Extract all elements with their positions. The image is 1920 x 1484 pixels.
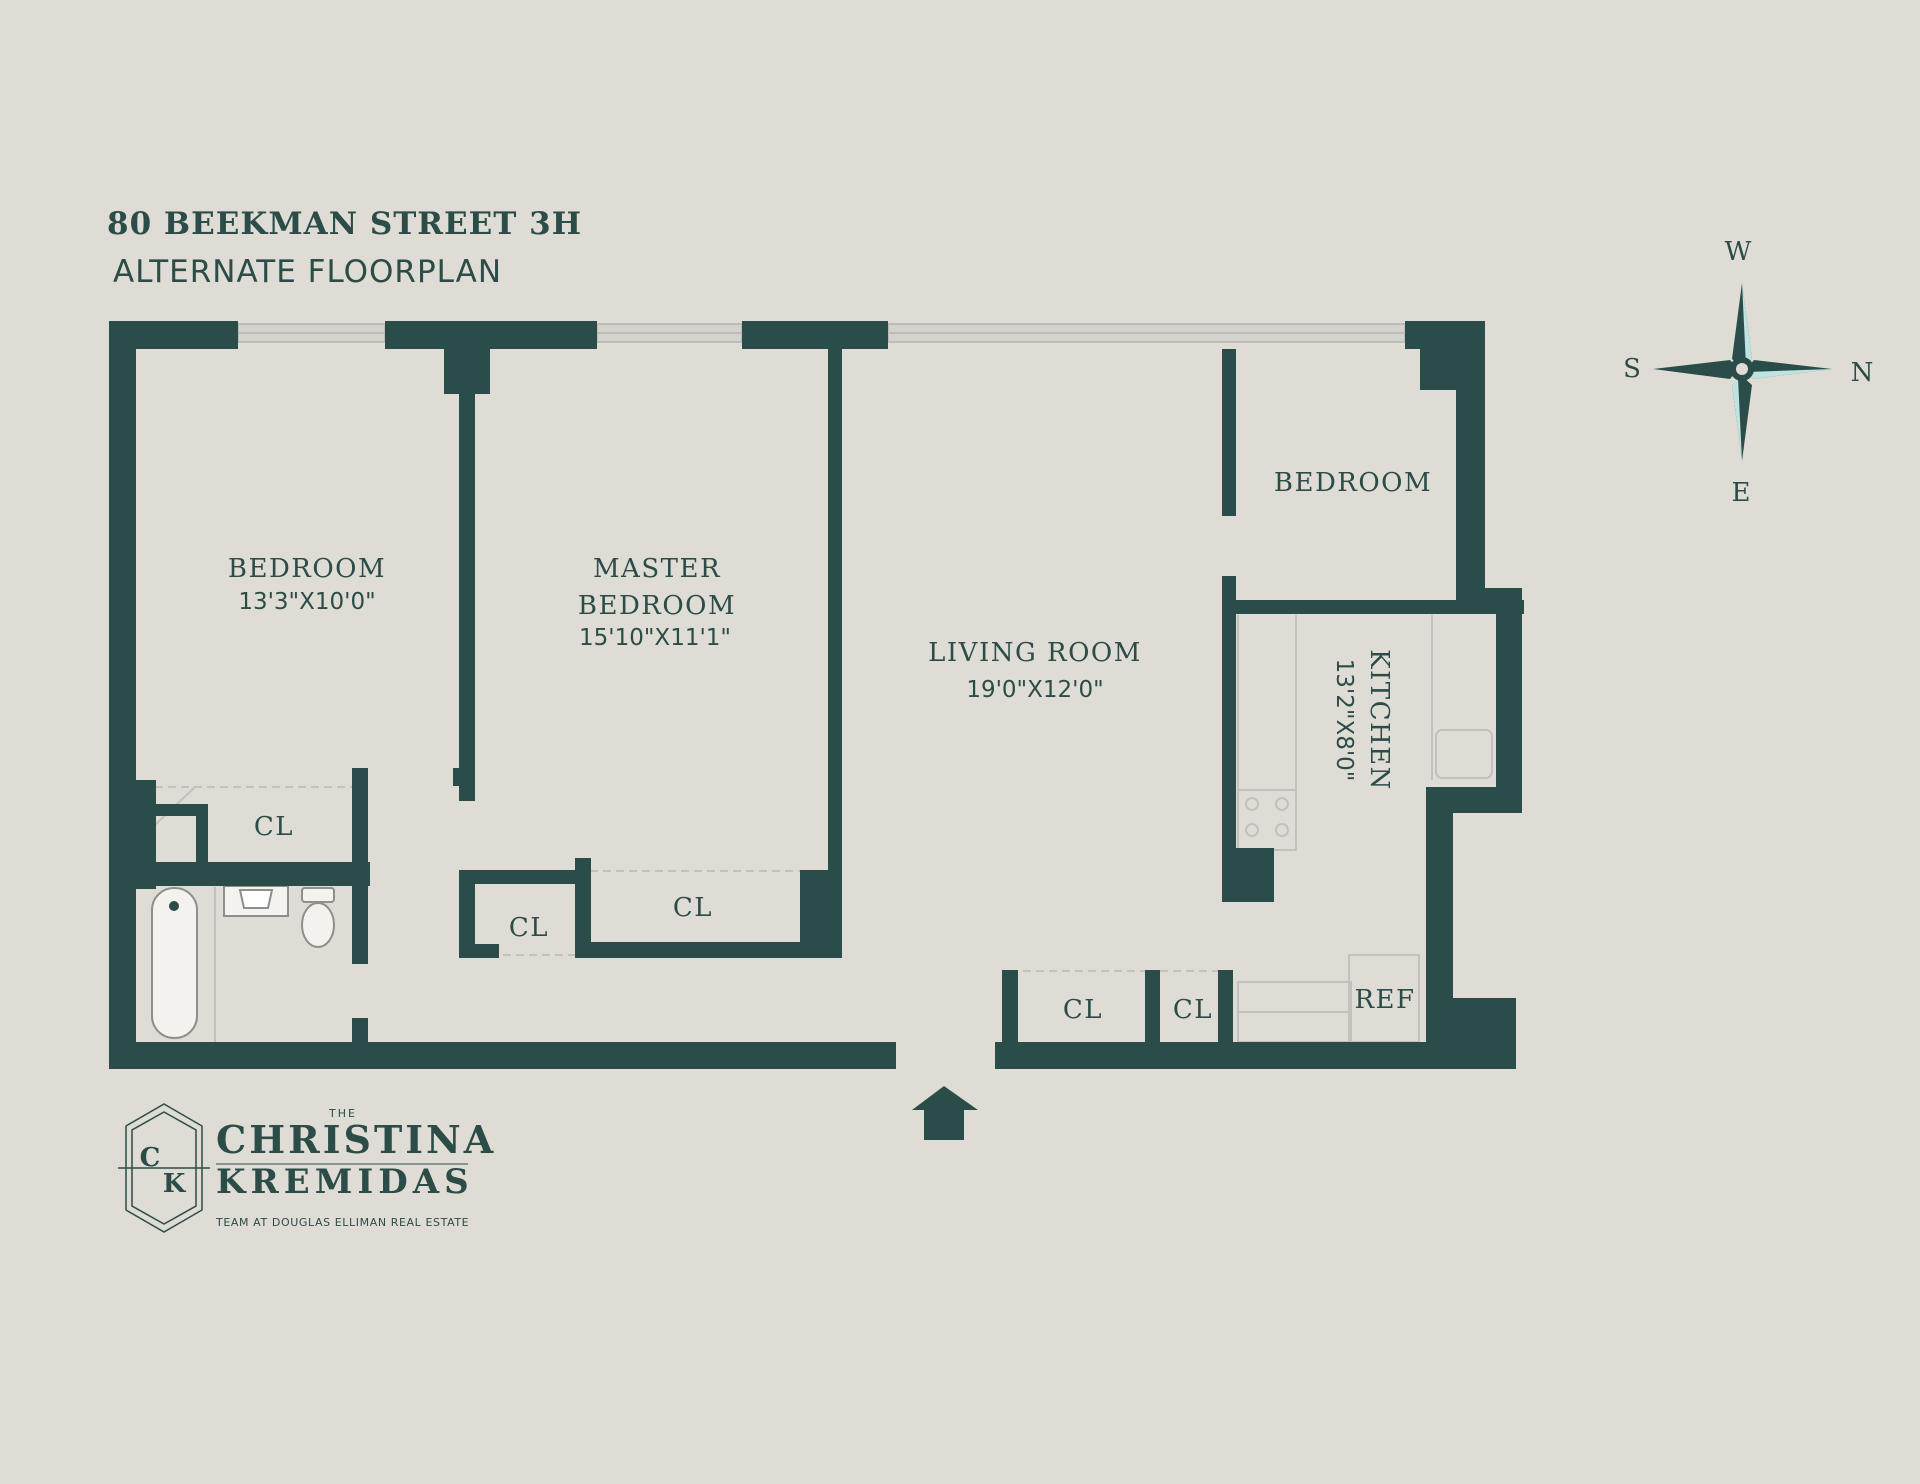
compass-south: S: [1623, 354, 1641, 384]
logo-monogram-c: C: [140, 1143, 161, 1173]
closet-label-4: CL: [1063, 995, 1103, 1025]
master-bedroom-label-2: BEDROOM: [578, 591, 736, 621]
closet-label-2: CL: [509, 913, 549, 943]
closet-label-3: CL: [673, 893, 713, 923]
logo-the: THE: [328, 1107, 357, 1120]
sink: [223, 885, 289, 917]
compass-north: N: [1851, 358, 1874, 388]
page-subtitle: ALTERNATE FLOORPLAN: [113, 254, 503, 290]
compass-rose-icon: [1653, 283, 1832, 461]
kitchen-dims: 13'2"X8'0": [1331, 659, 1357, 782]
bedroom-right-label: BEDROOM: [1274, 468, 1432, 498]
logo-tagline: TEAM AT DOUGLAS ELLIMAN REAL ESTATE: [215, 1216, 469, 1229]
closet-label-1: CL: [254, 812, 294, 842]
ref-label: REF: [1354, 985, 1415, 1015]
logo-name-line2: KREMIDAS: [216, 1162, 474, 1202]
entry-arrow-icon: [912, 1086, 978, 1140]
kitchen-label: KITCHEN: [1364, 649, 1394, 791]
living-room-dims: 19'0"X12'0": [966, 677, 1103, 703]
closet-label-5: CL: [1173, 995, 1213, 1025]
master-bedroom-dims: 15'10"X11'1": [579, 625, 731, 651]
walls: [109, 321, 1524, 1069]
bedroom-left-label: BEDROOM: [228, 554, 386, 584]
master-bedroom-label-1: MASTER: [593, 554, 721, 584]
page-title: 80 BEEKMAN STREET 3H: [107, 206, 583, 242]
logo-monogram: [118, 1103, 210, 1233]
kitchen-label-group: KITCHEN 13'2"X8'0": [1331, 649, 1394, 791]
compass-west: W: [1725, 237, 1752, 267]
logo-monogram-k: K: [163, 1169, 187, 1199]
toilet: [301, 887, 335, 948]
living-room-label: LIVING ROOM: [928, 638, 1142, 668]
logo: C K THE CHRISTINA KREMIDAS TEAM AT DOUGL…: [118, 1103, 496, 1233]
bathtub: [151, 887, 198, 1039]
logo-name-line1: CHRISTINA: [216, 1117, 496, 1162]
bedroom-left-dims: 13'3"X10'0": [238, 589, 375, 615]
compass-east: E: [1732, 478, 1751, 508]
